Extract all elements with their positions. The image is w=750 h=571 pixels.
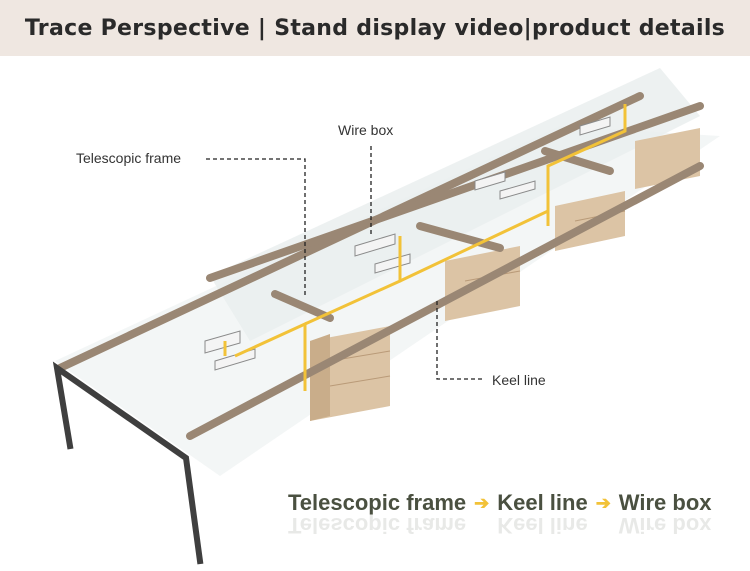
header-banner: Trace Perspective | Stand display video|… [0,0,750,56]
label-keel-line: Keel line [492,372,546,388]
flow-step-keel-line: Keel line [497,490,588,515]
arrow-right-icon: ➔ [595,492,611,513]
metal-frame [52,361,204,565]
keel-route [223,104,627,391]
label-wire-box: Wire box [338,122,394,138]
flow-reflection: Telescopic frame ➔ Keel line ➔ Wire box [288,512,712,538]
reflection-step-3: Wire box [618,513,712,538]
desk-surface [55,126,720,476]
reflection-step-1: Telescopic frame [288,513,467,538]
arrow-right-icon: ➔ [474,492,490,513]
reflection-step-2: Keel line [497,513,588,538]
leader-lines [206,146,485,380]
installation-flow: Telescopic frame ➔ Keel line ➔ Wire box [288,490,712,516]
label-telescopic-frame: Telescopic frame [76,150,182,166]
wood-beams [56,92,704,440]
page-title: Trace Perspective | Stand display video|… [24,15,726,41]
flow-step-wire-box: Wire box [618,490,712,515]
flow-step-telescopic-frame: Telescopic frame [288,490,467,515]
desk-illustration: Telescopic frame Wire box Keel line [0,56,750,567]
wire-boxes [204,116,611,371]
